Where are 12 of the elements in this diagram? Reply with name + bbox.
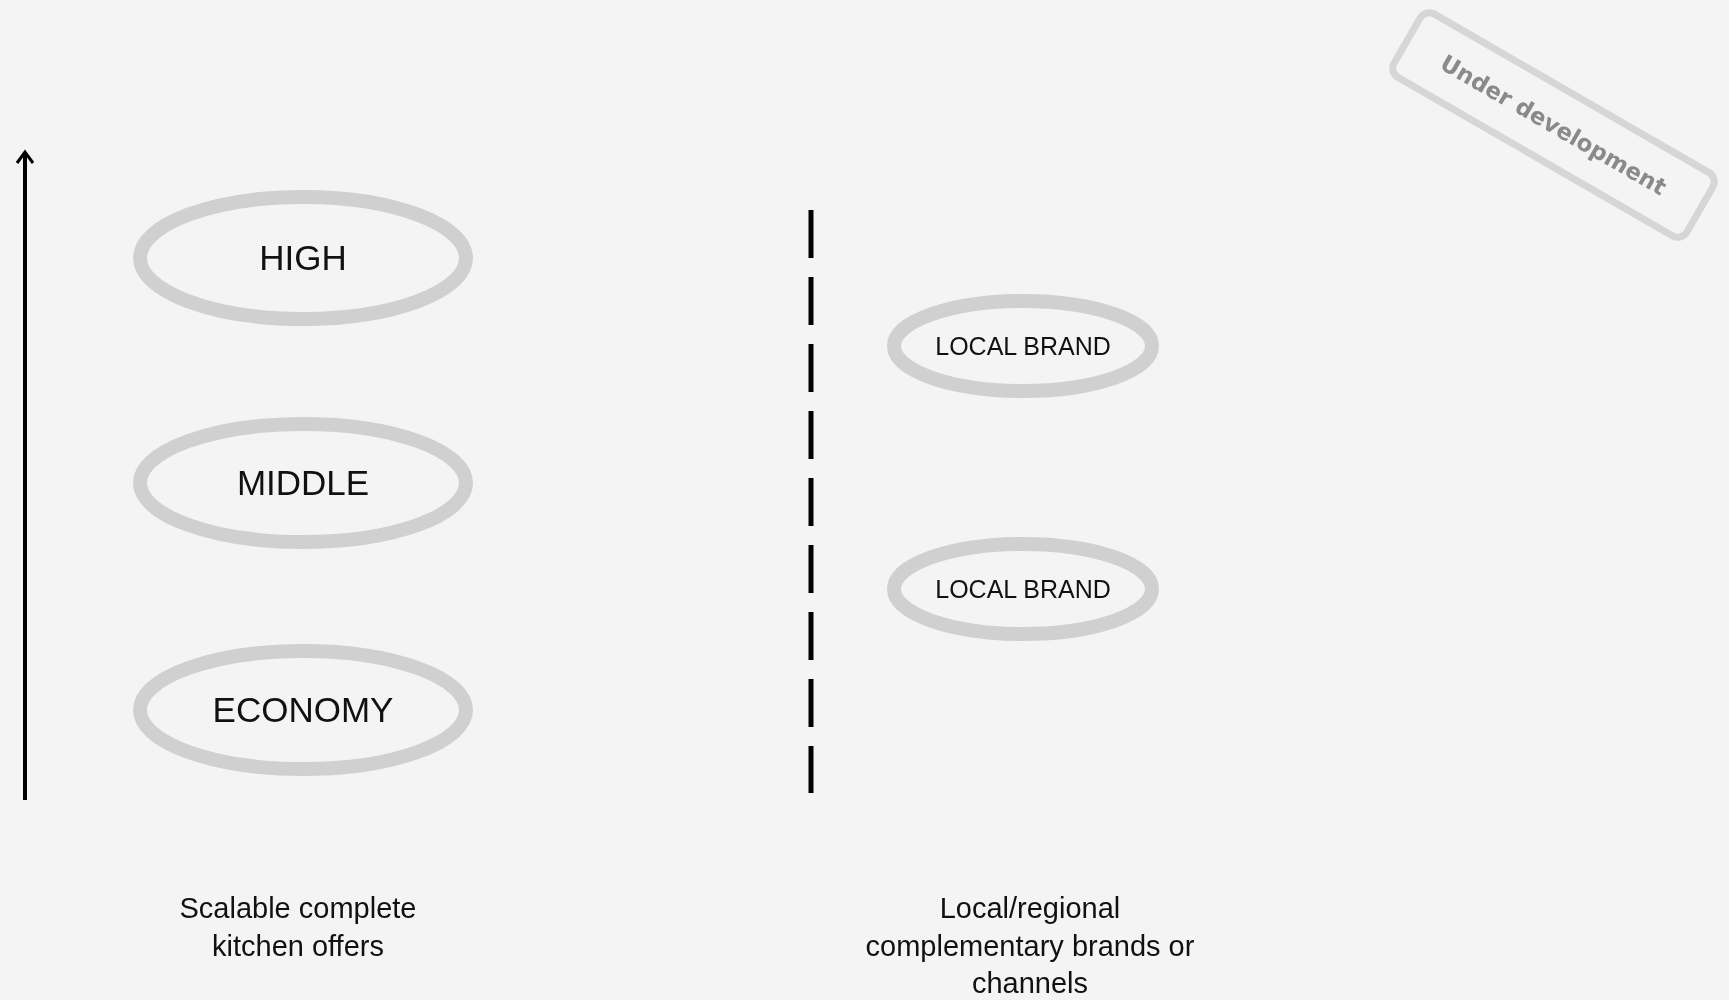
tier-label: LOCAL BRAND (935, 574, 1111, 604)
column-caption: Local/regional complementary brands or channels (864, 891, 1196, 1000)
tier-label: HIGH (259, 238, 347, 278)
tier-label: MIDDLE (236, 463, 370, 503)
tier-ellipse (133, 417, 473, 549)
tier-ellipse (133, 644, 473, 776)
tier-ellipse (887, 294, 1159, 398)
tier-label: ECONOMY (212, 690, 394, 730)
column-caption: Scalable complete kitchen offers (178, 891, 418, 964)
tier-label: LOCAL BRAND (935, 331, 1111, 361)
tier-ellipse (133, 190, 473, 326)
tier-ellipse (887, 537, 1159, 641)
